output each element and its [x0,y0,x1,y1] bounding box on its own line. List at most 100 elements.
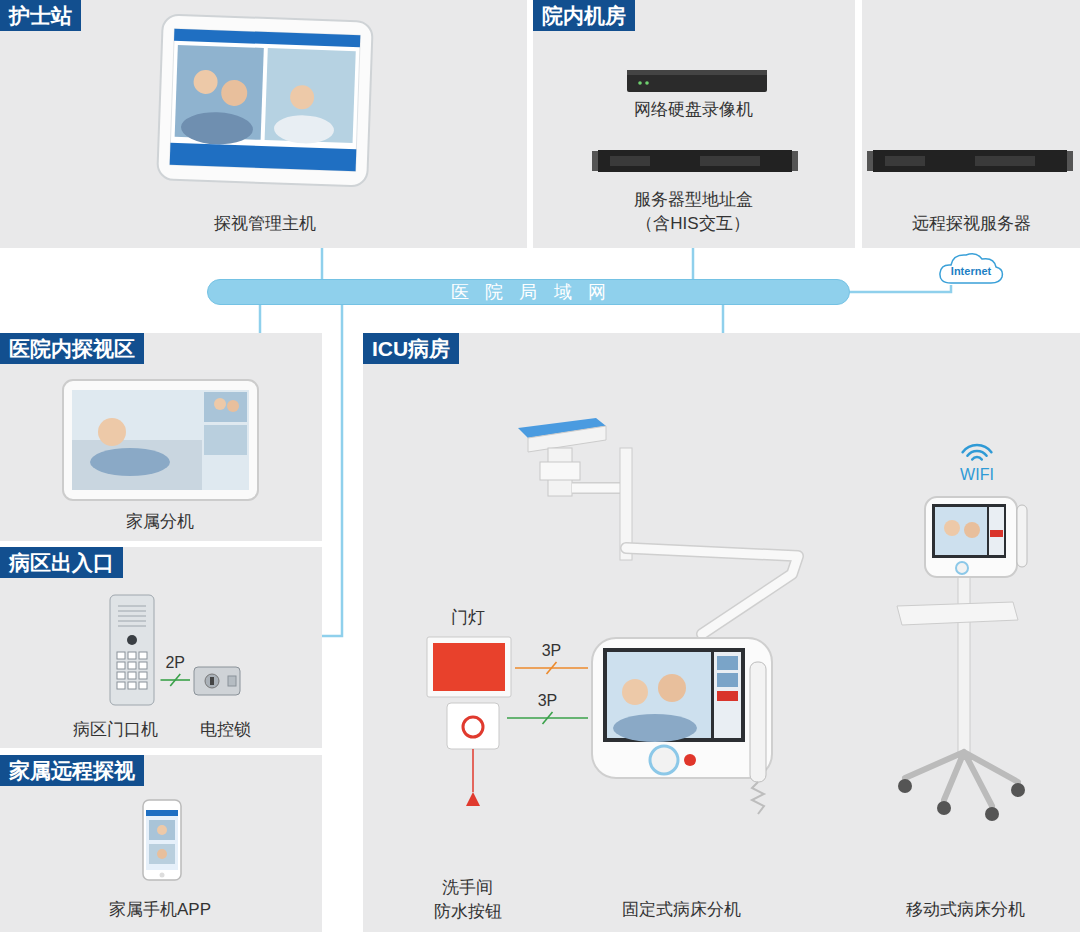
wire-count-label: 2P [165,653,185,672]
door-lamp-illustration [427,637,511,697]
panel-title: 病区出入口 [0,547,123,578]
person-face [658,674,686,702]
key [117,682,125,689]
zone-panel: ICU病房门灯洗手间 防水按钮固定式病床分机移动式病床分机 [363,333,1080,932]
nvr-illustration [627,70,767,92]
door-camera [127,635,137,645]
internet-cloud: Internet [937,251,1005,285]
device-node: 网络硬盘录像机 [613,62,773,122]
video-pane [149,820,175,840]
connector [692,248,695,279]
nvr-light [638,81,642,85]
panel-ground [0,547,322,748]
device-node: 门灯 [420,606,515,702]
pull-cord [472,749,474,792]
key [128,662,136,669]
person-face [290,85,315,110]
call-button [684,754,696,766]
wifi-arc [972,457,982,459]
panel-ground [363,333,1080,932]
speaker-grille [118,621,146,622]
wire-slash [170,674,180,686]
device-caption: 门灯 [451,606,485,630]
panel-ground [0,333,322,541]
person-face [944,520,960,536]
speaker-grille [118,626,146,627]
button-plate [447,703,499,749]
connector [322,305,342,636]
tablet-frame [157,14,373,186]
person-face [193,70,218,95]
side-tile [717,673,738,687]
lamp-frame [427,637,511,697]
device-caption: 探视管理主机 [214,212,316,236]
key [117,672,125,679]
key [128,672,136,679]
key [117,652,125,659]
ceiling-arm-illustration [518,418,798,634]
person-body [613,714,697,742]
arm-outline [572,482,624,494]
mobile-cart-illustration [897,497,1027,821]
panel-title: 医院内探视区 [0,333,144,364]
key [139,662,147,669]
arm-outline [626,548,798,634]
wifi-arc [967,451,986,456]
person-face [214,398,226,410]
home-button [160,873,165,878]
lock-bolt [228,676,236,686]
bedside-unit-illustration [592,638,772,814]
cloud-label: Internet [951,265,991,277]
wifi-arc [963,445,992,452]
server-vent [610,156,650,166]
device-node: 固定式病床分机 [588,636,774,922]
device-caption: 服务器型地址盒 （含HIS交互） [629,188,757,236]
device-node: 洗手间 防水按钮 [429,700,507,924]
tablet-illustration [157,14,373,186]
arm [572,484,624,493]
nvr-top [627,70,767,75]
wire-slash [547,662,557,674]
device-caption: 病区门口机 [73,718,158,742]
cart-wheel [898,779,912,793]
server-panel: 远程探视服务器 [862,0,1080,248]
tablet-screen [72,390,249,490]
pull-handle [466,792,480,806]
device-node: 家属手机APP [80,795,240,922]
person-face [157,825,167,835]
speaker-grille [118,606,146,607]
lock-body [194,667,240,695]
panel-ground [533,0,855,248]
device-node: 病区门口机 [70,588,161,742]
speaker-grille [118,611,146,612]
panel-title: 院内机房 [533,0,635,31]
side-panel [989,507,1004,555]
device-node: 电控锁 [190,655,260,742]
keyhole [210,677,214,685]
video-pane [935,507,987,555]
unit-screen [932,504,1006,558]
zone-panel: 医院内探视区家属分机 [0,333,322,541]
server-vent [700,156,760,166]
person-body [274,114,335,144]
connector [850,285,951,292]
person-face [98,418,126,446]
unit-knob [956,562,968,574]
device-caption: 网络硬盘录像机 [634,98,753,122]
server-box [873,150,1067,172]
connector [321,248,324,279]
lock-illustration [194,667,240,695]
bed [72,440,202,490]
lamp-light [433,643,505,691]
device-caption: 电控锁 [200,718,251,742]
wifi-symbol [963,445,992,459]
unit-body [592,638,772,778]
unit-screen [603,648,745,742]
handset [750,662,766,782]
